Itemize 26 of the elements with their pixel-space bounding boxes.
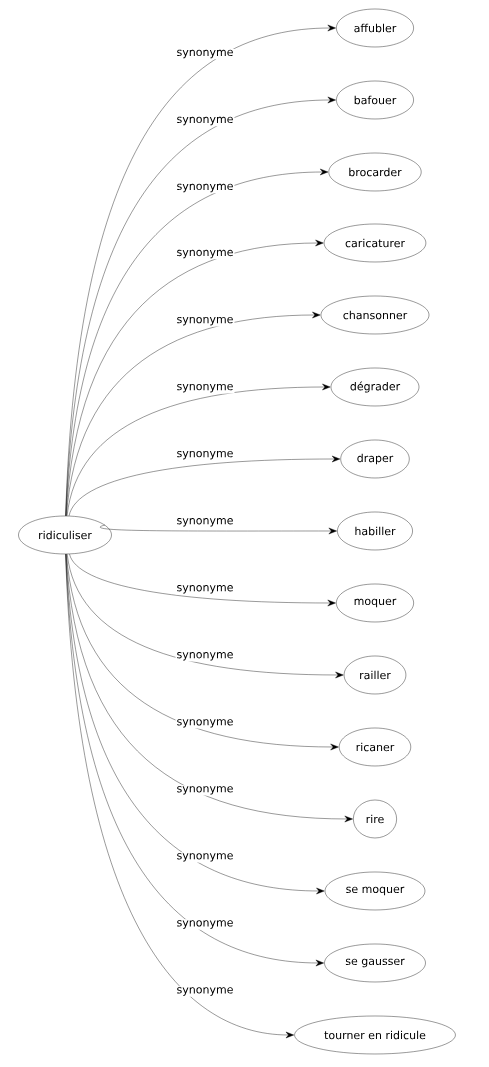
edge-label: synonyme: [175, 919, 235, 930]
edge-label: synonyme: [175, 584, 235, 595]
arrow: [67, 553, 344, 679]
edge-label: synonyme: [175, 517, 235, 528]
edge-label: synonyme: [175, 48, 235, 60]
arrow: [65, 554, 294, 1039]
arrow: [65, 239, 324, 516]
edge-label: synonyme: [175, 182, 235, 194]
edge-label: synonyme: [175, 248, 235, 260]
edge-label: synonyme: [175, 115, 235, 127]
edge-label: synonyme: [175, 785, 235, 796]
arrow: [100, 524, 337, 535]
edge-label: synonyme: [175, 449, 235, 461]
edge-label: synonyme: [175, 315, 235, 327]
edge-label: synonyme: [175, 382, 235, 394]
arrow: [66, 383, 331, 516]
edge-label: synonyme: [175, 651, 235, 662]
arrow: [69, 553, 336, 607]
edge-label: synonyme: [175, 718, 235, 729]
arrow: [65, 554, 324, 967]
arrow: [65, 168, 329, 516]
edge-label: synonyme: [175, 986, 235, 997]
arrow: [66, 311, 321, 516]
arrow: [68, 455, 341, 517]
edge-label: synonyme: [175, 852, 235, 863]
arrow: [65, 554, 325, 895]
